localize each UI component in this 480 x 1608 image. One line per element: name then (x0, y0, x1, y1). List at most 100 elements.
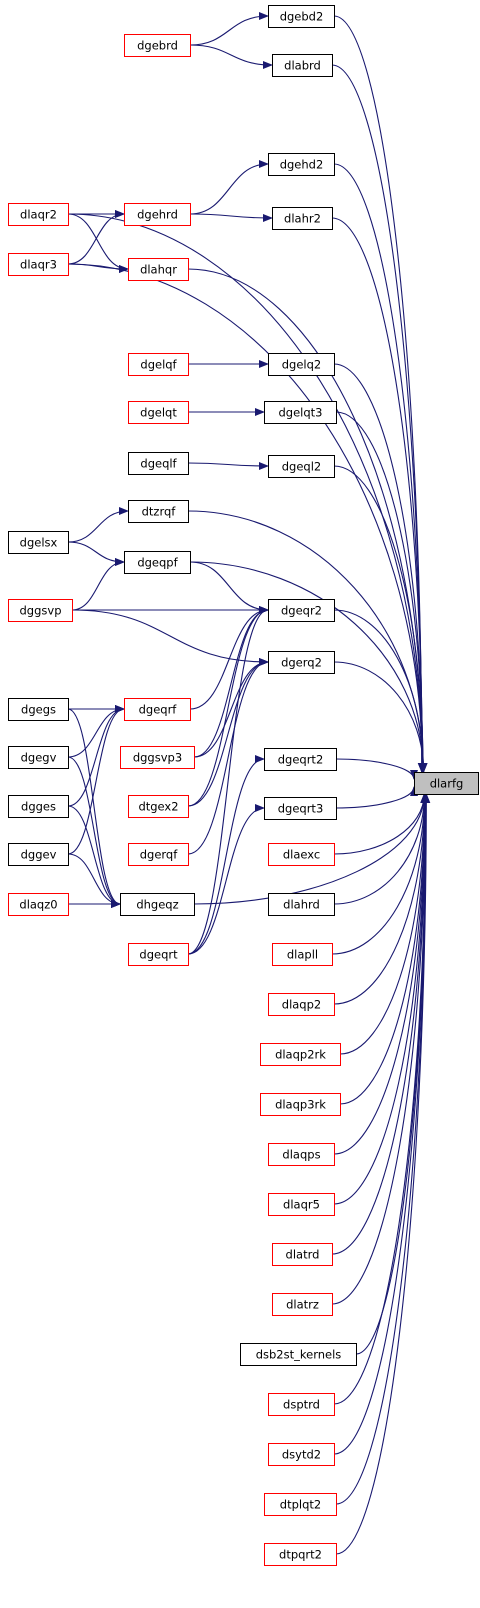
node-label-dgelqt3: dgelqt3 (279, 406, 323, 420)
node-dgelqt3[interactable]: dgelqt3 (264, 401, 337, 424)
node-dgehrd[interactable]: dgehrd (124, 203, 191, 226)
node-box-dgegs (8, 698, 69, 721)
node-label-dgelqf: dgelqf (140, 358, 177, 372)
edge-dlaqr2-to-dlahqr (67, 213, 129, 273)
node-box-dtpqrt2 (264, 1543, 337, 1566)
node-dgeql2[interactable]: dgeql2 (268, 455, 335, 478)
node-label-dlaqr5: dlaqr5 (283, 1198, 320, 1212)
node-dhgeqz[interactable]: dhgeqz (120, 893, 195, 916)
node-label-dgeqr2: dgeqr2 (281, 604, 322, 618)
edge-dgerqf-to-dgerq2 (187, 658, 269, 855)
node-dgerqf[interactable]: dgerqf (128, 843, 189, 866)
node-dgeqrt2[interactable]: dgeqrt2 (264, 748, 337, 771)
node-dtplqt2[interactable]: dtplqt2 (264, 1493, 337, 1516)
edge-dlaqp2-to-dlarfg (333, 793, 429, 1005)
node-dsptrd[interactable]: dsptrd (268, 1393, 335, 1416)
node-box-dlatrz (272, 1293, 333, 1316)
edge-dgges-to-dhgeqz (67, 805, 121, 908)
node-dlahr2[interactable]: dlahr2 (272, 207, 333, 230)
edge-dsytd2-to-dlarfg (333, 793, 431, 1455)
node-box-dlaqps (268, 1143, 335, 1166)
node-dlaqp3rk[interactable]: dlaqp3rk (260, 1093, 341, 1116)
node-dlaqr3[interactable]: dlaqr3 (8, 253, 69, 276)
node-dgehd2[interactable]: dgehd2 (268, 153, 335, 176)
edge-dlatrd-to-dlarfg (331, 793, 430, 1255)
node-dtgex2[interactable]: dtgex2 (128, 795, 189, 818)
node-label-dlahr2: dlahr2 (284, 212, 321, 226)
node-box-dhgeqz (120, 893, 195, 916)
node-box-dlahr2 (272, 207, 333, 230)
node-dlaqps[interactable]: dlaqps (268, 1143, 335, 1166)
node-dggsvp3[interactable]: dggsvp3 (120, 746, 195, 769)
node-label-dgeqrt: dgeqrt (139, 948, 178, 962)
node-label-dgeqrt2: dgeqrt2 (278, 753, 324, 767)
node-dgelsx[interactable]: dgelsx (8, 531, 69, 554)
node-dlaqp2[interactable]: dlaqp2 (268, 993, 335, 1016)
node-label-dhgeqz: dhgeqz (136, 898, 178, 912)
node-dlaqr5[interactable]: dlaqr5 (268, 1193, 335, 1216)
node-dlatrz[interactable]: dlatrz (272, 1293, 333, 1316)
node-dlapll[interactable]: dlapll (272, 943, 333, 966)
node-box-dgehrd (124, 203, 191, 226)
edge-dhgeqz-to-dlarfg (193, 793, 429, 905)
node-dlaqp2rk[interactable]: dlaqp2rk (260, 1043, 341, 1066)
node-dsytd2[interactable]: dsytd2 (268, 1443, 335, 1466)
node-dgerq2[interactable]: dgerq2 (268, 651, 335, 674)
node-dtzrqf[interactable]: dtzrqf (128, 500, 189, 523)
node-dlaqz0[interactable]: dlaqz0 (8, 893, 69, 916)
node-dggsvp[interactable]: dggsvp (8, 599, 73, 622)
node-dgegv[interactable]: dgegv (8, 746, 69, 769)
node-label-dgeqpf: dgeqpf (137, 556, 178, 570)
node-dlabrd[interactable]: dlabrd (272, 54, 333, 77)
node-box-dsb2st_kernels (240, 1343, 357, 1366)
node-dgeqrt3[interactable]: dgeqrt3 (264, 797, 337, 820)
node-dlahrd[interactable]: dlahrd (268, 893, 335, 916)
node-dgelqf[interactable]: dgelqf (128, 353, 189, 376)
node-dgeqr2[interactable]: dgeqr2 (268, 599, 335, 622)
node-dlahqr[interactable]: dlahqr (128, 258, 189, 281)
node-box-dlaexc (268, 843, 335, 866)
node-box-dlaqr2 (8, 203, 69, 226)
node-dgebrd[interactable]: dgebrd (124, 34, 191, 57)
edge-dgeqrt3-to-dlarfg (335, 786, 418, 809)
node-box-dgeqrf (124, 698, 191, 721)
edge-dgeqpf-to-dgeqr2 (189, 561, 269, 614)
node-dlaqr2[interactable]: dlaqr2 (8, 203, 69, 226)
node-dggev[interactable]: dggev (8, 843, 69, 866)
node-box-dgegv (8, 746, 69, 769)
node-dgegs[interactable]: dgegs (8, 698, 69, 721)
edge-dgges-to-dgeqrf (67, 705, 125, 807)
node-dgeqlf[interactable]: dgeqlf (128, 452, 189, 475)
node-label-dgegv: dgegv (21, 751, 57, 765)
node-box-dlahrd (268, 893, 335, 916)
node-box-dlaqr3 (8, 253, 69, 276)
node-box-dgerqf (128, 843, 189, 866)
node-label-dgehrd: dgehrd (137, 208, 178, 222)
node-box-dggsvp3 (120, 746, 195, 769)
node-box-dgelqt (128, 401, 189, 424)
node-dlaexc[interactable]: dlaexc (268, 843, 335, 866)
node-dgeqrf[interactable]: dgeqrf (124, 698, 191, 721)
node-box-dgeqpf (124, 551, 191, 574)
node-box-dlaqp3rk (260, 1093, 341, 1116)
node-box-dgeqrt (128, 943, 189, 966)
node-dgges[interactable]: dgges (8, 795, 69, 818)
edge-dgeqpf-to-dlarfg (189, 561, 428, 773)
node-dsb2st_kernels[interactable]: dsb2st_kernels (240, 1343, 357, 1366)
node-dtpqrt2[interactable]: dtpqrt2 (264, 1543, 337, 1566)
node-box-dlatrd (272, 1243, 333, 1266)
edge-dlahr2-to-dlarfg (331, 217, 427, 773)
node-dlatrd[interactable]: dlatrd (272, 1243, 333, 1266)
edge-dggev-to-dgeqrf (67, 705, 125, 855)
node-label-dgelq2: dgelq2 (282, 358, 322, 372)
node-dgeqpf[interactable]: dgeqpf (124, 551, 191, 574)
node-dgelqt[interactable]: dgelqt (128, 401, 189, 424)
edge-dgebrd-to-dlabrd (189, 44, 273, 69)
node-dgeqrt[interactable]: dgeqrt (128, 943, 189, 966)
node-label-dtplqt2: dtplqt2 (280, 1498, 321, 1512)
node-dgelq2[interactable]: dgelq2 (268, 353, 335, 376)
node-box-dgehd2 (268, 153, 335, 176)
node-dgebd2[interactable]: dgebd2 (268, 5, 335, 28)
